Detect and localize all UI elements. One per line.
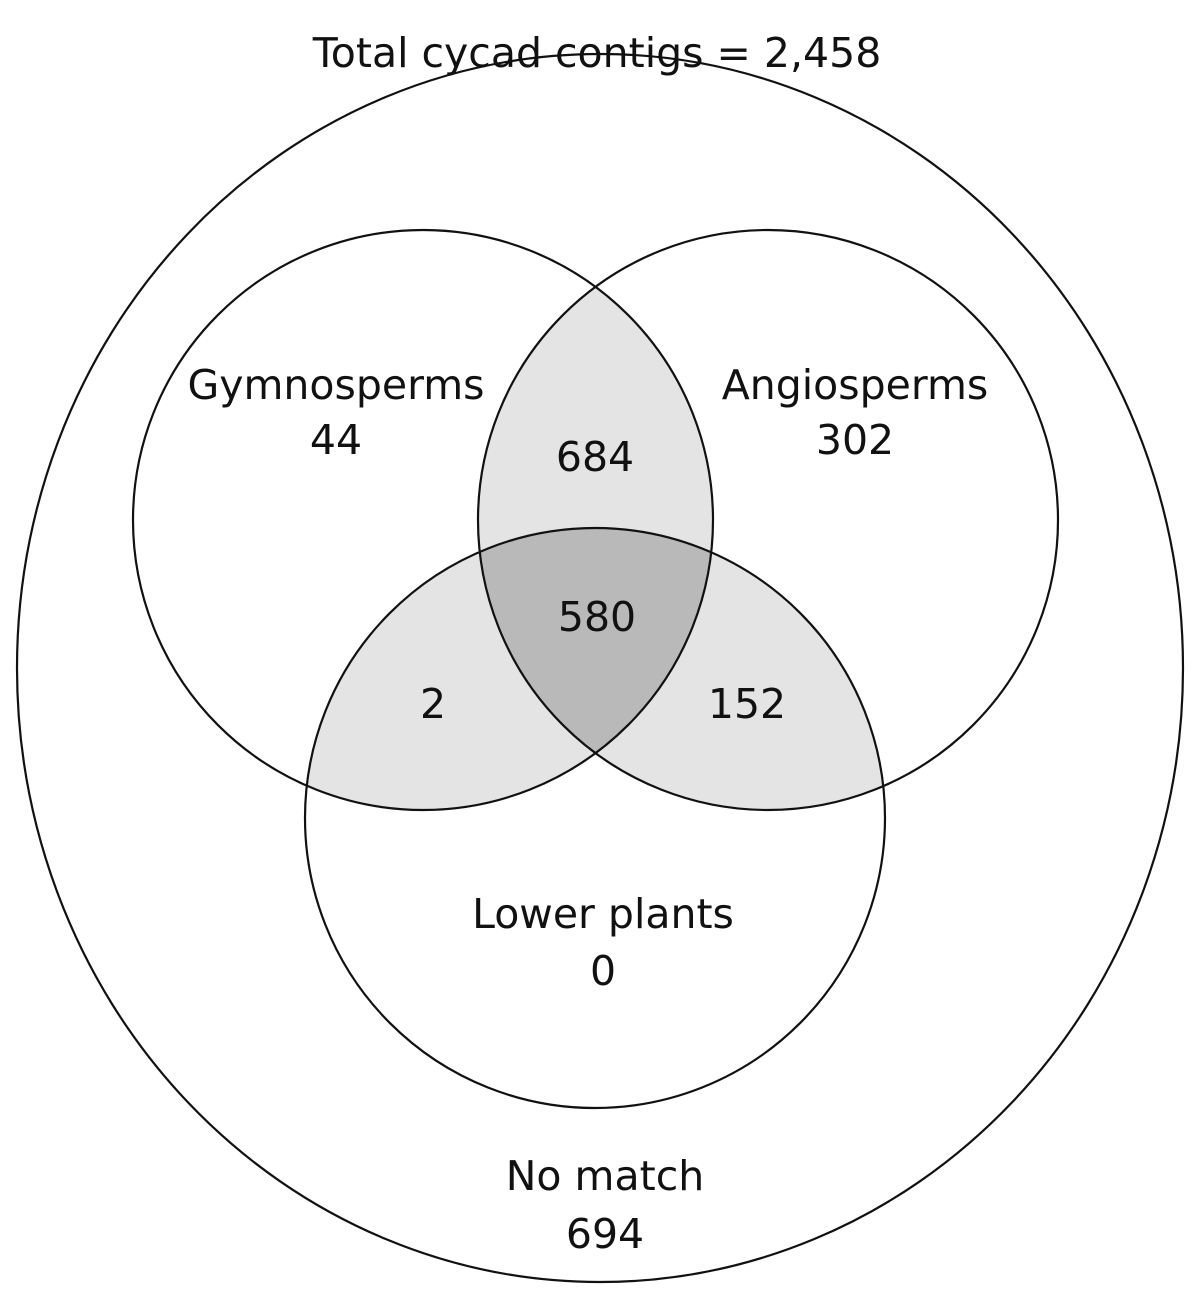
no-match-label: No match [506, 1152, 704, 1200]
gymnosperms-label: Gymnosperms [187, 361, 484, 409]
angiosperms-count: 302 [816, 416, 894, 464]
lower-plants-count: 0 [590, 947, 616, 995]
gymnosperms-count: 44 [310, 416, 362, 464]
gymno-lower-overlap-count: 2 [420, 680, 446, 728]
no-match-count: 694 [566, 1210, 644, 1258]
diagram-title: Total cycad contigs = 2,458 [312, 29, 882, 77]
angiosperms-label: Angiosperms [722, 361, 989, 409]
gymno-angio-overlap-count: 684 [556, 433, 634, 481]
angiosperms-circle [476, 228, 1060, 812]
overlap-angio-lower-region [478, 528, 885, 810]
angio-lower-overlap-count: 152 [708, 680, 786, 728]
total-outer-circle [15, 52, 1185, 1284]
overlap-gymno-lower-region [305, 528, 713, 810]
all-three-overlap-count: 580 [558, 593, 636, 641]
lower-plants-label: Lower plants [472, 890, 734, 938]
lower-plants-circle [303, 526, 887, 1110]
gymnosperms-circle [131, 228, 715, 812]
